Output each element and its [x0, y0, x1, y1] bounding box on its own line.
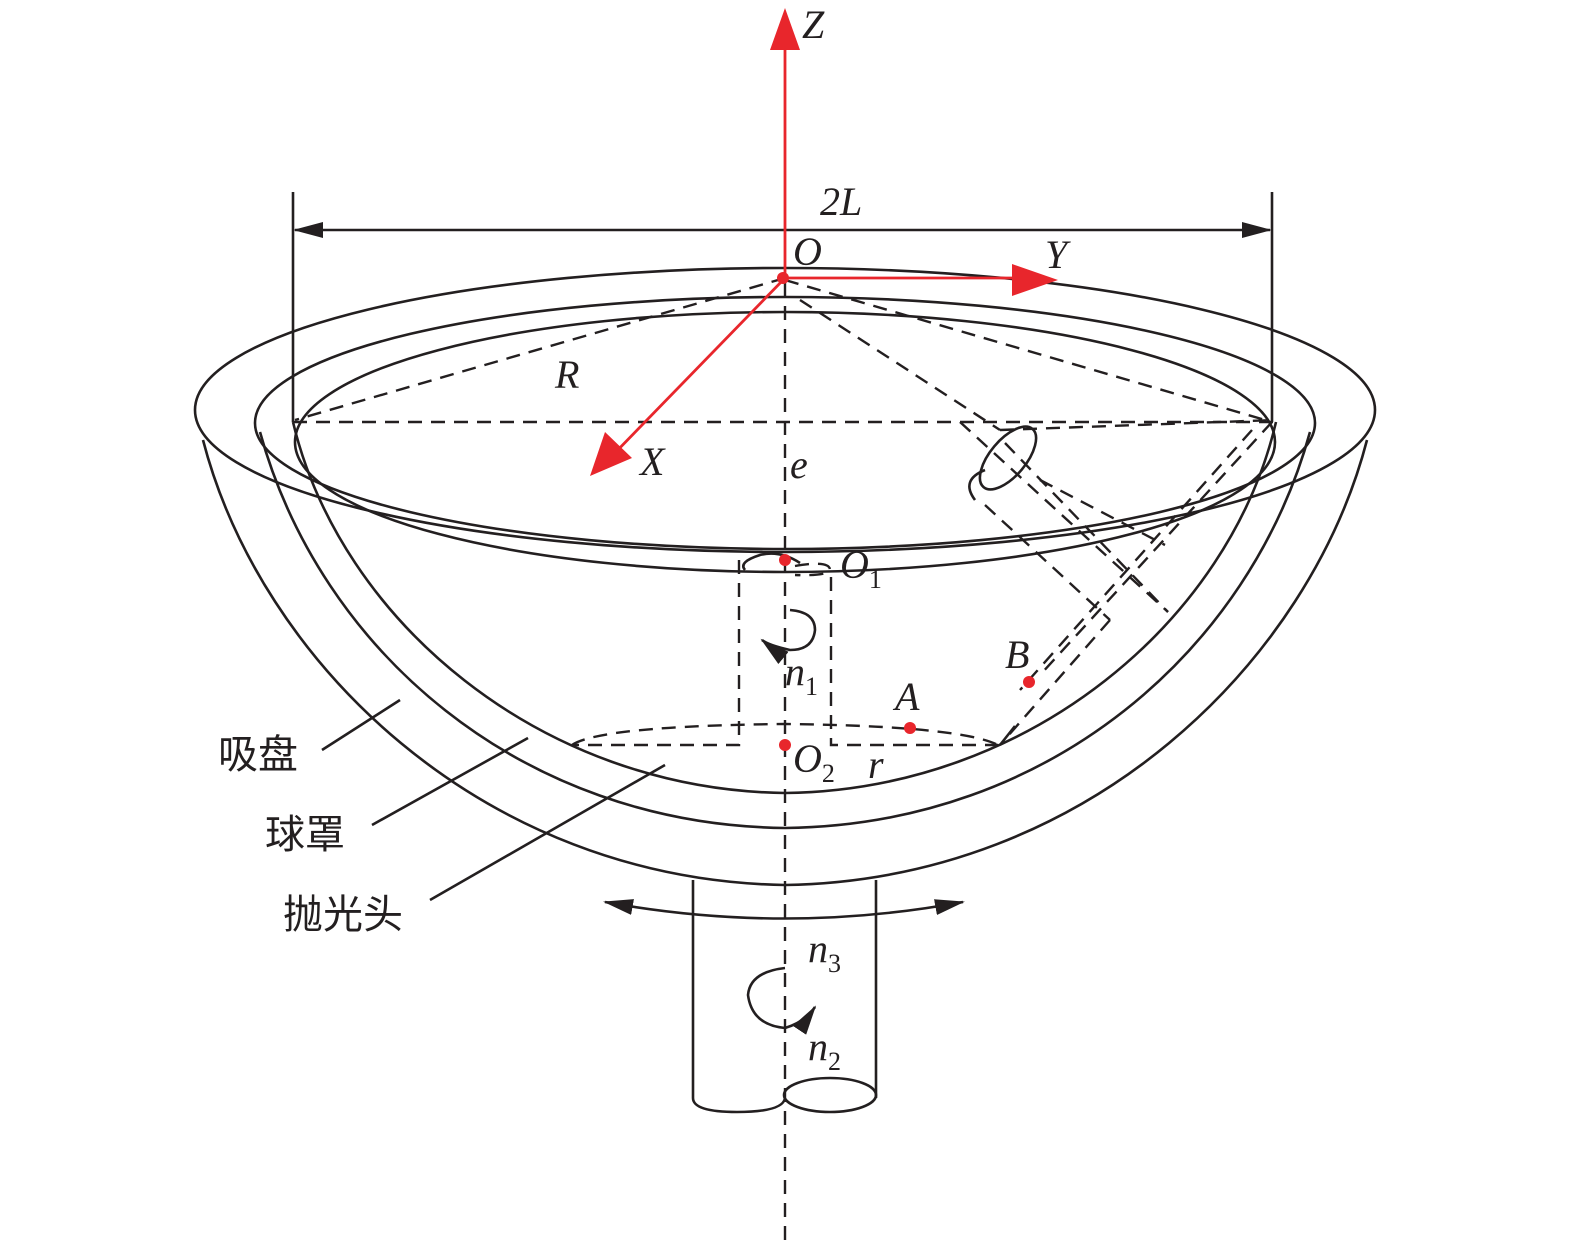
callout-leaders: [321, 698, 666, 902]
dimension-2L: [291, 192, 1274, 422]
label-e: e: [790, 442, 808, 487]
label-O1: O1: [840, 542, 882, 594]
z-axis-label: Z: [802, 2, 825, 47]
points: [777, 272, 1035, 751]
label-O: O: [793, 229, 822, 274]
label-O2: O2: [793, 736, 835, 788]
point-O1: [779, 554, 791, 566]
coordinate-axes: [590, 8, 1058, 476]
label-r: r: [868, 742, 884, 787]
label-A: A: [892, 674, 920, 719]
label-n2: n2: [808, 1024, 841, 1076]
y-axis-label: Y: [1045, 232, 1071, 277]
label-n1: n1: [785, 649, 818, 701]
label-B: B: [1005, 632, 1029, 677]
label-R: R: [554, 352, 579, 397]
z-axis-arrowhead: [770, 8, 800, 50]
point-A: [904, 722, 916, 734]
suction-cup: [193, 266, 1377, 887]
sphere-cover: [258, 310, 1312, 830]
label-sphere-cover: 球罩: [265, 812, 345, 858]
label-n3: n3: [808, 926, 841, 978]
point-O2: [779, 739, 791, 751]
label-suction-cup: 吸盘: [218, 732, 298, 778]
dimension-label: 2L: [820, 179, 862, 224]
polishing-surface: [291, 276, 1278, 795]
label-polishing-head: 抛光头: [283, 892, 403, 938]
point-B: [1023, 676, 1035, 688]
y-axis-arrowhead: [1012, 264, 1058, 296]
tilted-head: [784, 278, 1276, 746]
x-axis-arrowhead: [590, 432, 632, 476]
rotation-arrows: [603, 608, 965, 1035]
x-axis-label: X: [638, 439, 666, 484]
shaft: [691, 880, 878, 1114]
point-O: [777, 272, 789, 284]
